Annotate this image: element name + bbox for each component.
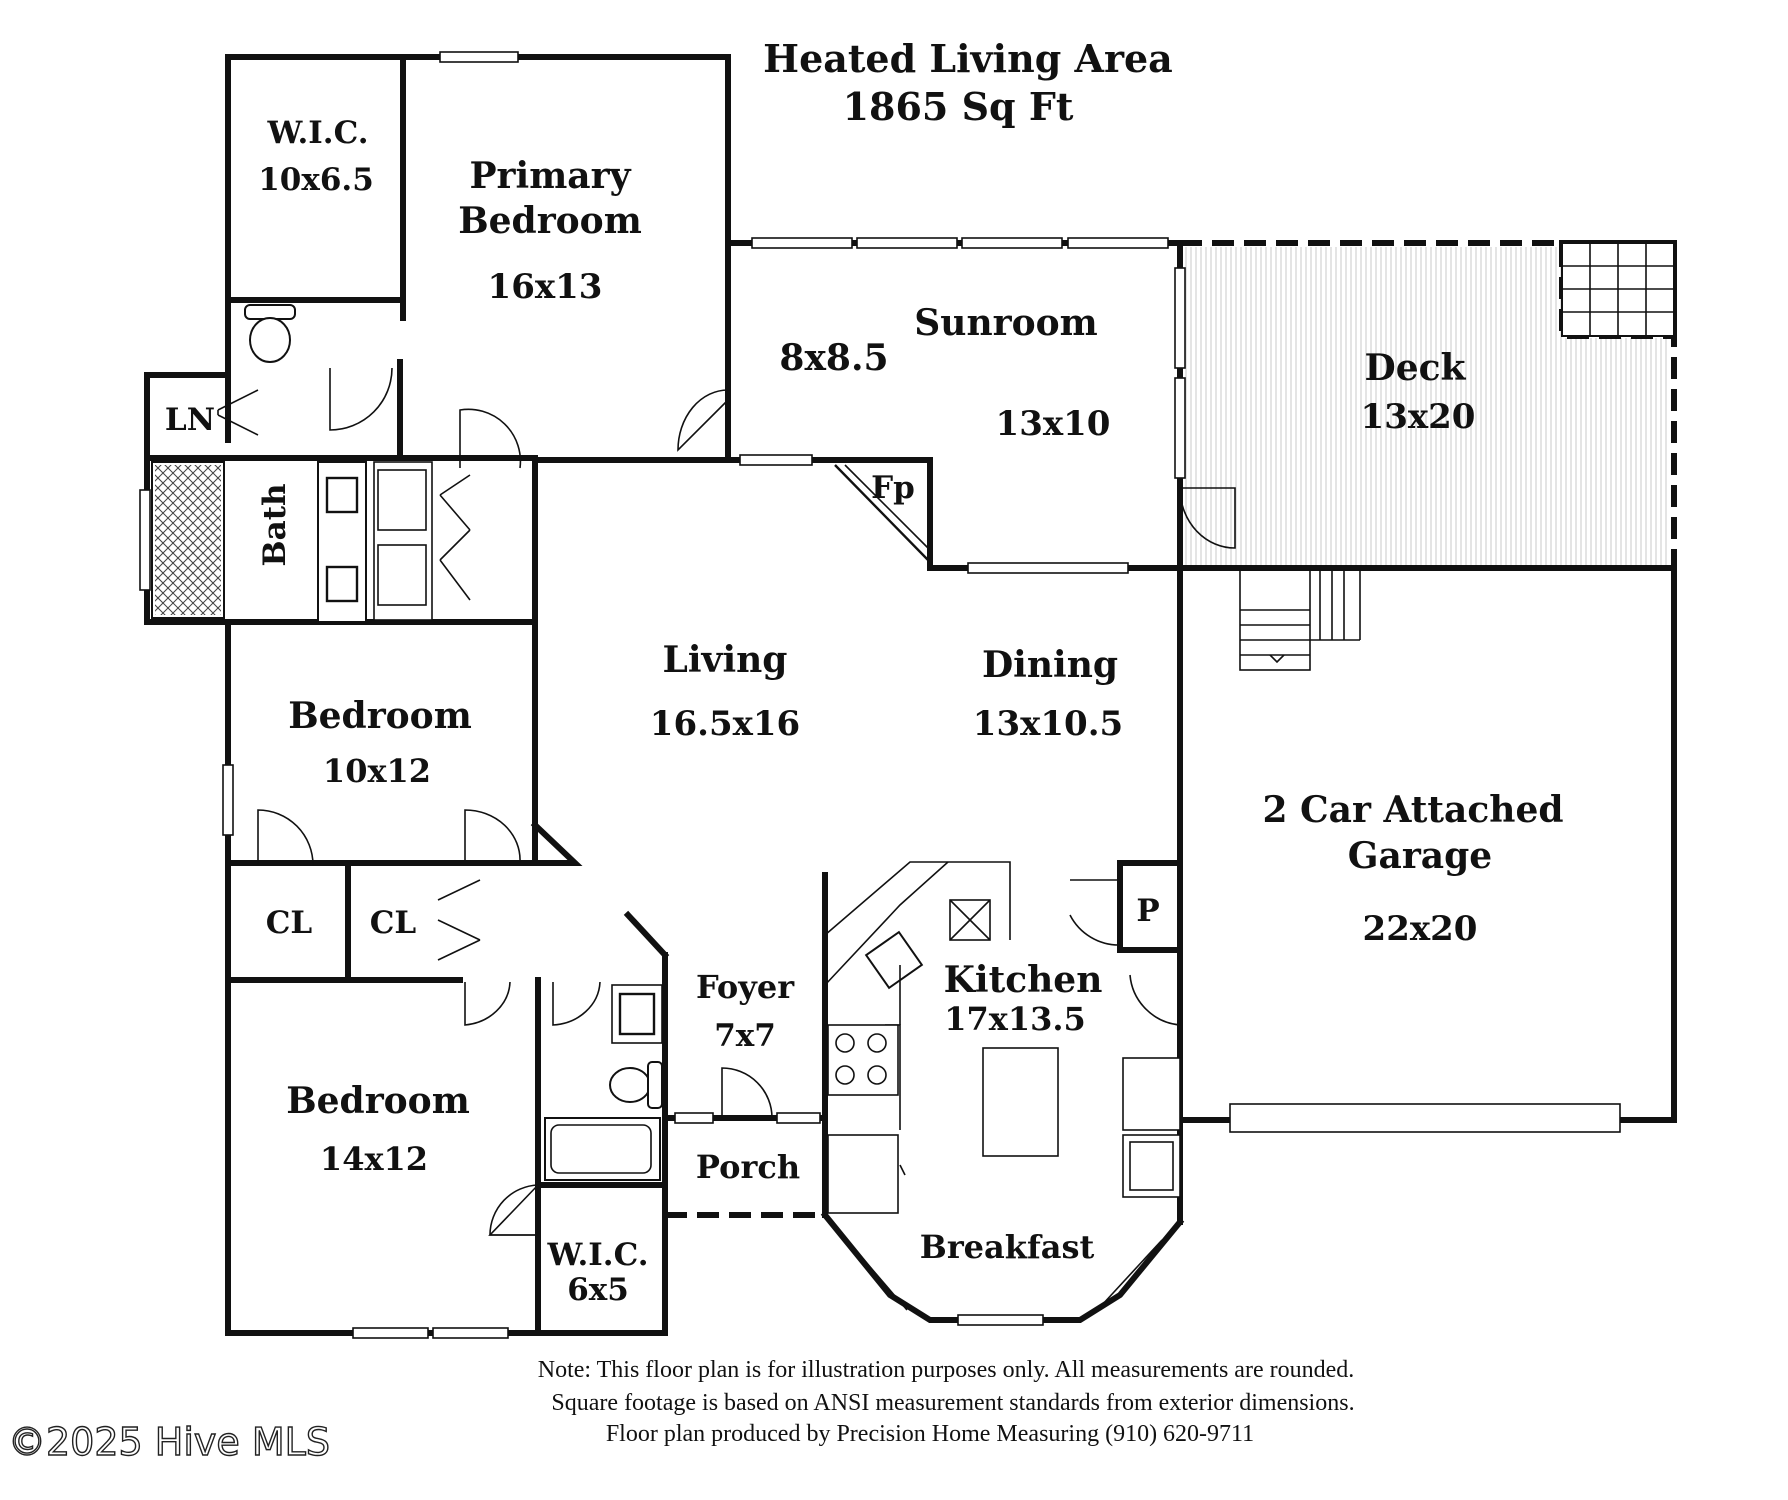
label-bedroom2: Bedroom <box>288 695 472 737</box>
label-wic-bottom: W.I.C. <box>547 1237 649 1273</box>
dim-bedroom2: 10x12 <box>323 752 431 790</box>
mls-watermark: ©2025 Hive MLS <box>8 1420 330 1464</box>
kitchen-fixtures <box>824 861 1181 1214</box>
label-primary-1: Primary <box>469 155 631 197</box>
dim-wic-bottom: 6x5 <box>567 1272 629 1308</box>
label-bedroom3: Bedroom <box>286 1080 470 1122</box>
doors <box>217 367 1236 1236</box>
fireplace <box>834 464 929 561</box>
label-porch: Porch <box>696 1148 800 1186</box>
windows <box>139 51 1621 1339</box>
garage-stairs <box>1239 569 1361 671</box>
label-sunroom: Sunroom <box>914 302 1097 344</box>
plan-title-line2: 1865 Sq Ft <box>843 84 1074 129</box>
label-deck: Deck <box>1365 347 1467 389</box>
dim-sunroom-a: 8x8.5 <box>779 337 888 379</box>
label-garage-1: 2 Car Attached <box>1262 789 1563 831</box>
dim-deck: 13x20 <box>1361 397 1476 437</box>
label-bath: Bath <box>257 483 293 566</box>
dim-primary: 16x13 <box>488 267 603 307</box>
dim-dining: 13x10.5 <box>973 704 1123 744</box>
label-fp: Fp <box>871 470 915 506</box>
dim-kitchen: 17x13.5 <box>944 1000 1086 1038</box>
note-line-1: Note: This floor plan is for illustratio… <box>538 1357 1355 1383</box>
label-cl-2: CL <box>370 905 417 941</box>
label-ln: LN <box>165 402 215 438</box>
label-living: Living <box>663 639 788 681</box>
dim-garage: 22x20 <box>1363 909 1478 949</box>
dim-living: 16.5x16 <box>650 704 800 744</box>
note-line-2: Square footage is based on ANSI measurem… <box>551 1390 1354 1416</box>
note-line-3: Floor plan produced by Precision Home Me… <box>606 1421 1254 1447</box>
label-cl-1: CL <box>266 905 313 941</box>
dim-bedroom3: 14x12 <box>320 1140 428 1178</box>
bath-fixtures <box>244 304 663 1181</box>
label-foyer: Foyer <box>696 968 795 1006</box>
shower <box>151 461 225 619</box>
label-breakfast: Breakfast <box>920 1228 1095 1266</box>
label-primary-2: Bedroom <box>458 200 642 242</box>
deck-hatching <box>1185 247 1667 565</box>
label-dining: Dining <box>982 644 1118 686</box>
label-wic-top: W.I.C. <box>267 115 369 151</box>
deck-stairs <box>1561 242 1675 337</box>
dim-sunroom-b: 13x10 <box>996 404 1111 444</box>
dim-foyer: 7x7 <box>714 1018 776 1054</box>
plan-title-line1: Heated Living Area <box>763 36 1173 81</box>
label-kitchen: Kitchen <box>944 959 1103 1001</box>
label-garage-2: Garage <box>1348 835 1492 877</box>
dim-wic-top: 10x6.5 <box>258 162 374 198</box>
label-pantry: P <box>1136 893 1159 929</box>
